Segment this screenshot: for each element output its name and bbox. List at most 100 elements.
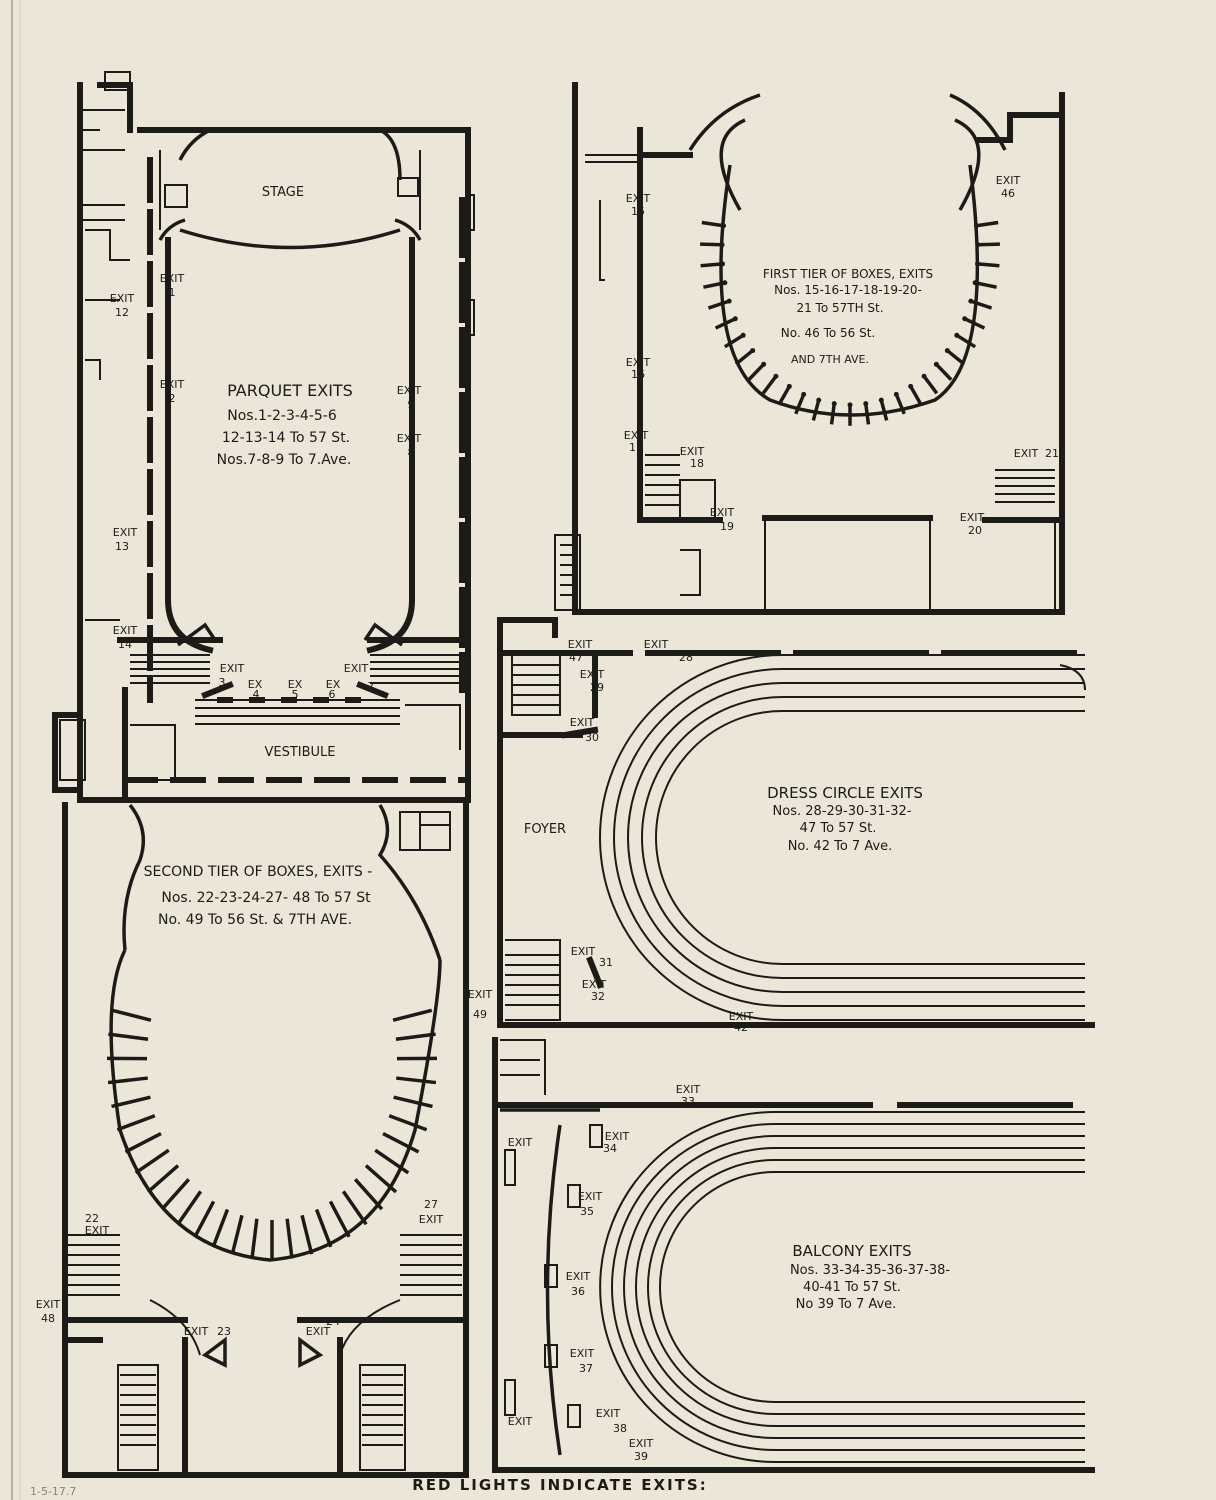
exit-word: EXIT: [624, 429, 649, 442]
exit-word: EXIT: [680, 445, 705, 458]
box-divider: [734, 349, 754, 366]
exit-word: EXIT: [996, 174, 1021, 187]
exit-word: EXIT: [508, 1415, 533, 1428]
exit-32-label: 32: [591, 990, 605, 1003]
vestibule-label: VESTIBULE: [264, 745, 335, 760]
box-divider: [703, 281, 726, 289]
box-divider: [395, 1032, 436, 1042]
exit-30-label: 30: [585, 731, 599, 744]
second-tier-title: SECOND TIER OF BOXES, EXITS -: [144, 864, 373, 880]
box-seat-marker: [750, 348, 756, 354]
exit-word: EXIT: [570, 716, 595, 729]
exit-19-label: 19: [720, 520, 734, 533]
exit-word: EXIT: [160, 272, 185, 285]
exit-word: EXIT: [1014, 447, 1039, 460]
exit-22-label: 22: [85, 1212, 99, 1225]
box-divider: [714, 317, 737, 330]
dress-circle-aisle: [627, 682, 1085, 993]
exit-49-label: 49: [473, 1008, 487, 1021]
ex-word: EX: [248, 678, 263, 691]
ex-word: EX: [326, 678, 341, 691]
ex-word: EX: [288, 678, 303, 691]
exit-word: EXIT: [160, 378, 185, 391]
box-divider: [314, 1208, 333, 1248]
exit-word: EXIT: [184, 1325, 209, 1338]
box-divider: [723, 333, 745, 349]
second-tier-line2: No. 49 To 56 St. & 7TH AVE.: [158, 912, 352, 928]
box-divider: [328, 1200, 351, 1238]
box-divider: [922, 375, 939, 395]
box-seat-marker: [878, 397, 884, 403]
footer-note: RED LIGHTS INDICATE EXITS:: [412, 1476, 707, 1494]
balcony-line1: Nos. 33-34-35-36-37-38-: [790, 1263, 950, 1278]
exit-word: EXIT: [578, 1190, 603, 1203]
box-seat-marker: [801, 391, 807, 397]
exit-2-label: 2: [169, 392, 176, 405]
exit-word: EXIT: [419, 1213, 444, 1226]
exit-word: EXIT: [85, 1224, 110, 1237]
box-divider: [707, 299, 730, 310]
balcony-aisle: [599, 1111, 1085, 1463]
box-seat-marker: [954, 332, 960, 338]
exit-23-label: 23: [217, 1325, 231, 1338]
box-divider: [364, 1164, 398, 1194]
box-divider: [124, 1131, 162, 1154]
exit-word: EXIT: [644, 638, 669, 651]
box-seat-marker: [968, 298, 974, 304]
exit-word: EXIT: [580, 668, 605, 681]
box-seat-marker: [816, 397, 822, 403]
exit-13-label: 13: [115, 540, 129, 553]
exit-47-label: 47: [569, 651, 583, 664]
box-seat-marker: [933, 361, 939, 367]
box-seat-marker: [893, 391, 899, 397]
exit-word: EXIT: [596, 1407, 621, 1420]
first-tier-line3: No. 46 To 56 St.: [781, 326, 876, 340]
second-tier-plan: SECOND TIER OF BOXES, EXITS - Nos. 22-23…: [36, 802, 493, 1478]
box-divider: [747, 363, 765, 381]
box-divider: [230, 1214, 244, 1255]
balcony-plan: BALCONY EXITS Nos. 33-34-35-36-37-38- 40…: [492, 1037, 1095, 1473]
dress-circle-aisle: [655, 710, 1085, 965]
box-seat-marker: [720, 261, 726, 267]
box-divider: [107, 1076, 148, 1085]
exit-word: EXIT: [582, 978, 607, 991]
exit-word: EXIT: [220, 662, 245, 675]
first-tier-title: FIRST TIER OF BOXES, EXITS: [763, 267, 933, 281]
exit-35-label: 35: [580, 1205, 594, 1218]
exit-39-label: 39: [634, 1450, 648, 1463]
box-divider: [111, 1008, 152, 1022]
box-divider: [963, 317, 986, 330]
box-seat-marker: [761, 361, 767, 367]
second-tier-line1: Nos. 22-23-24-27- 48 To 57 St: [161, 890, 371, 906]
box-seat-marker: [732, 316, 738, 322]
exit-7-label: 7: [368, 680, 375, 693]
box-divider: [935, 363, 953, 381]
box-seat-marker: [726, 298, 732, 304]
dress-circle-title: DRESS CIRCLE EXITS: [767, 784, 923, 802]
exit-46-label: 46: [1001, 187, 1015, 200]
box-divider: [160, 1178, 191, 1211]
exit-word: EXIT: [676, 1083, 701, 1096]
parquet-line3: Nos.7-8-9 To 7.Ave.: [217, 452, 352, 468]
exit-16-label: 16: [631, 368, 645, 381]
exit-word: EXIT: [36, 1298, 61, 1311]
box-seat-marker: [962, 316, 968, 322]
balcony-line3: No 39 To 7 Ave.: [796, 1297, 897, 1312]
box-seat-marker: [773, 373, 779, 379]
exit-15-label: 15: [631, 205, 645, 218]
box-divider: [894, 393, 906, 415]
exit-18-label: 18: [690, 457, 704, 470]
exit-word: EXIT: [570, 1347, 595, 1360]
exit-3-label: 3: [219, 676, 226, 689]
foyer-label: FOYER: [524, 822, 566, 837]
first-tier-plan: FIRST TIER OF BOXES, EXITS Nos. 15-16-17…: [554, 82, 1065, 615]
exit-38-label: 38: [613, 1422, 627, 1435]
parquet-title: PARQUET EXITS: [227, 381, 353, 400]
box-divider: [176, 1190, 203, 1226]
exit-word: EXIT: [397, 384, 422, 397]
exit-28-label: 28: [679, 651, 693, 664]
exit-24-label: 24: [326, 1315, 340, 1328]
pencil-annotation: 1-5-17.7: [30, 1485, 76, 1498]
box-divider: [701, 220, 724, 228]
box-seat-marker: [719, 242, 725, 248]
